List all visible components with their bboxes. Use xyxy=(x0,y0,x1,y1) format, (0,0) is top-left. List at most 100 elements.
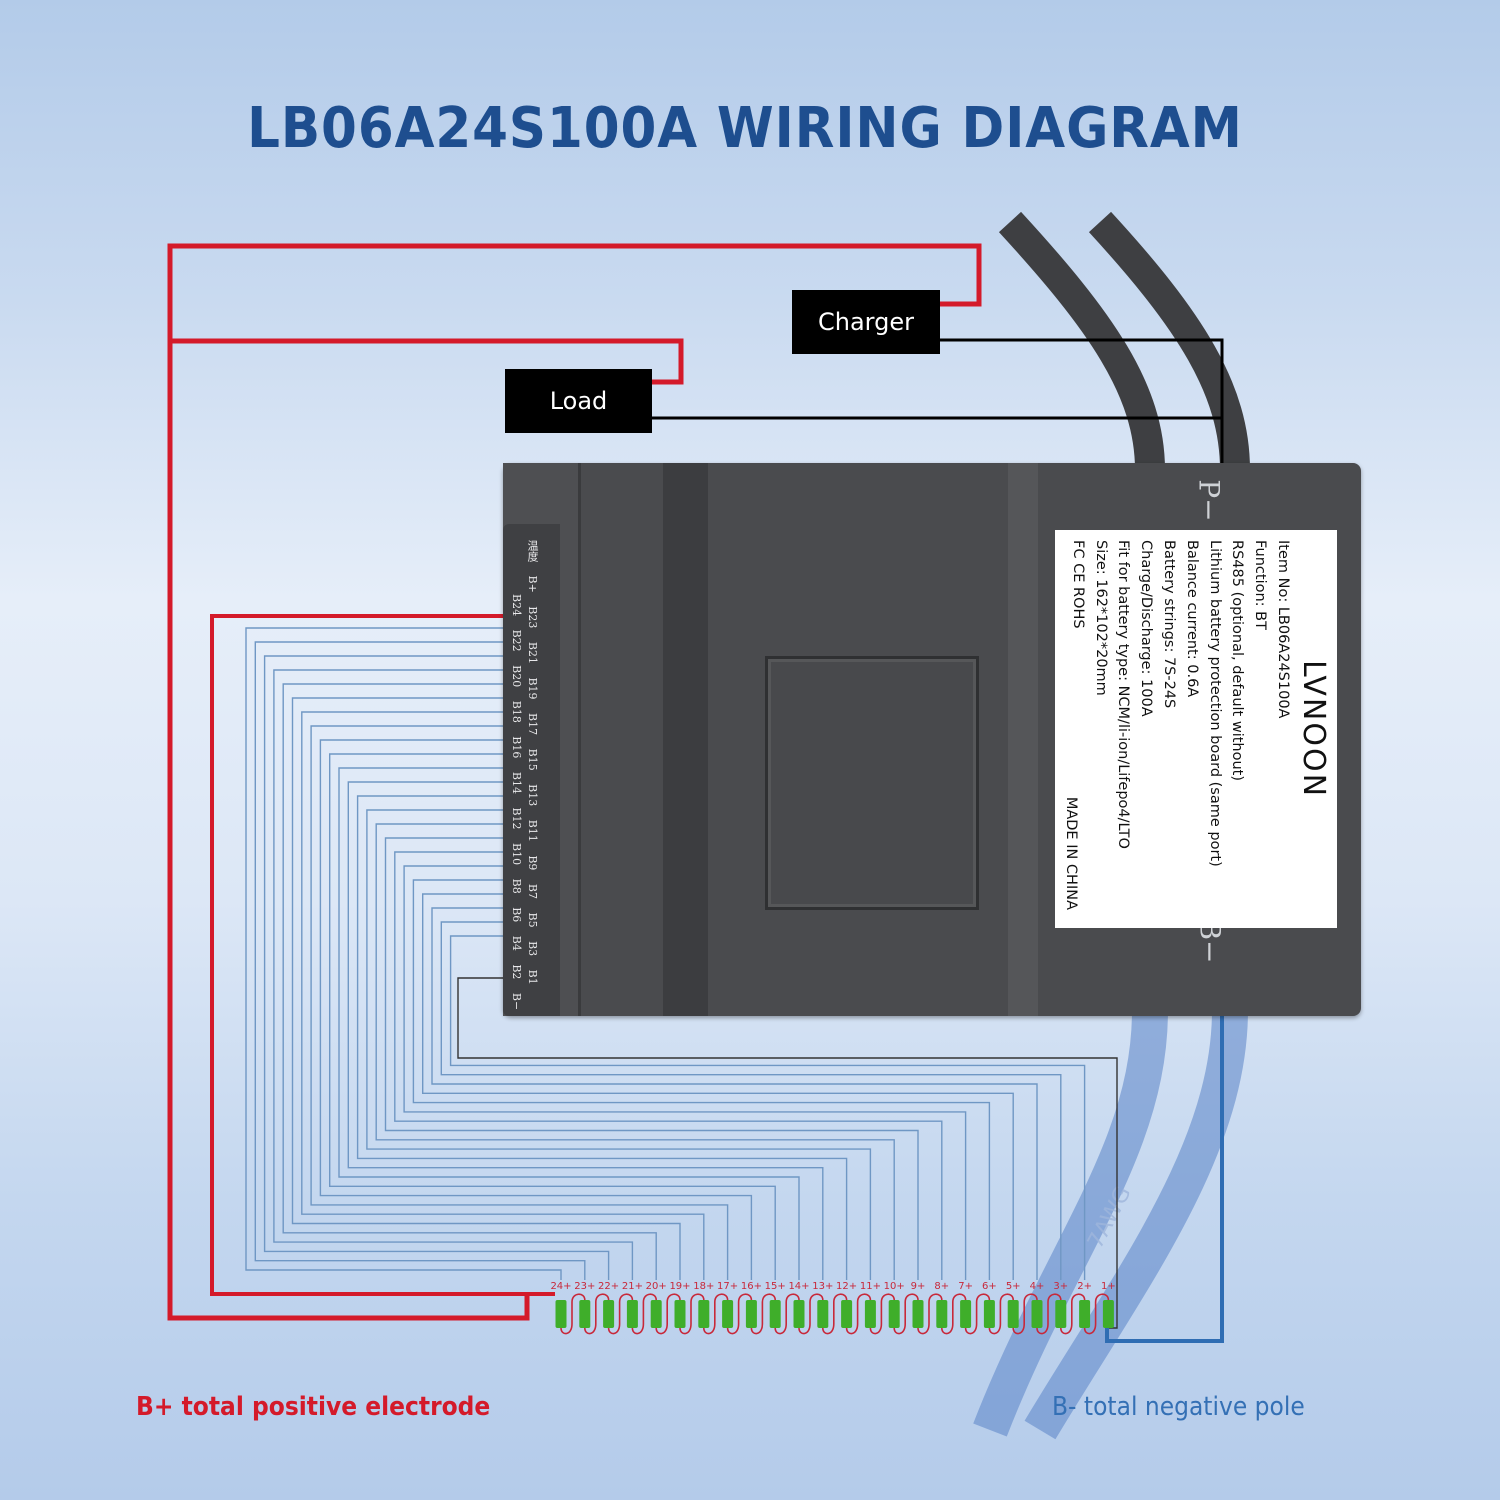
balance-wire xyxy=(329,753,776,1280)
balance-wire xyxy=(384,837,919,1280)
cell-label: 22+ xyxy=(598,1281,619,1292)
p-minus-cables xyxy=(998,211,1250,471)
cell-label: 17+ xyxy=(717,1281,738,1292)
board-groove xyxy=(1008,463,1038,1016)
cell-label: 14+ xyxy=(788,1281,809,1292)
battery-cell xyxy=(793,1300,805,1328)
balance-connector[interactable] xyxy=(503,524,560,1016)
board-groove xyxy=(663,463,708,1016)
spec-line: Balance current: 0.6A xyxy=(1183,540,1200,698)
balance-wires xyxy=(245,627,1118,1329)
balance-wire xyxy=(319,739,753,1280)
spec-line: Fit for battery type: NCM/li-ion/Lifepo4… xyxy=(1115,540,1132,849)
brand-name: LVNOON xyxy=(1296,659,1331,799)
cell-link xyxy=(893,1293,919,1335)
balance-wire xyxy=(394,851,943,1280)
cell-link xyxy=(560,1293,586,1335)
battery-cell xyxy=(769,1300,781,1328)
cell-label: 4+ xyxy=(1030,1281,1045,1292)
cell-label: 21+ xyxy=(622,1281,643,1292)
balance-wire xyxy=(422,893,1014,1280)
signal-wires xyxy=(652,338,1224,472)
cell-label: 18+ xyxy=(693,1281,714,1292)
balance-wire xyxy=(338,767,800,1280)
battery-cell xyxy=(841,1300,853,1328)
negative-cable-2 xyxy=(1024,1009,1248,1440)
balance-wire xyxy=(431,907,1038,1280)
cell-link xyxy=(941,1293,967,1335)
negative-cables xyxy=(973,1009,1248,1440)
cell-link xyxy=(607,1293,634,1335)
battery-cell xyxy=(555,1300,567,1328)
balance-wire xyxy=(449,935,1086,1280)
balance-wire xyxy=(254,641,586,1280)
spec-line: Lithium battery protection board (same p… xyxy=(1206,540,1223,867)
cell-label: 6+ xyxy=(982,1281,997,1292)
battery-cell xyxy=(1007,1300,1019,1328)
cell-label: 15+ xyxy=(765,1281,786,1292)
pin-labels-odd: B+ B23 B21 B19 B17 B15 B13 B11 B9 B7 B5 … xyxy=(526,575,539,985)
battery-cell xyxy=(745,1300,757,1328)
b-plus-wire xyxy=(210,614,555,1296)
battery-cell xyxy=(817,1300,829,1328)
cell-label: 20+ xyxy=(646,1281,667,1292)
battery-cell xyxy=(698,1300,710,1328)
balance-wire xyxy=(291,697,681,1280)
product-label: LVNOON Item No: LB06A24S100A Function: BT… xyxy=(1055,530,1337,928)
load-label: Load xyxy=(549,387,608,415)
cell-link xyxy=(750,1293,776,1335)
p-cable-1 xyxy=(998,211,1165,471)
cell-link xyxy=(584,1293,610,1335)
balance-wire xyxy=(263,655,610,1280)
cell-link xyxy=(631,1293,657,1335)
cell-link xyxy=(1036,1293,1062,1335)
connector-pin-labels: 温度 B+ B23 B21 B19 B17 B15 B13 B11 B9 B7 … xyxy=(498,540,540,1010)
cell-label: 9+ xyxy=(911,1281,926,1292)
cell-label: 19+ xyxy=(669,1281,690,1292)
cell-link xyxy=(988,1293,1014,1335)
cell-label: 12+ xyxy=(836,1281,857,1292)
spec-line: Battery strings: 7S-24S xyxy=(1161,540,1178,709)
cell-link xyxy=(655,1293,681,1335)
balance-wire xyxy=(366,809,872,1280)
battery-cell xyxy=(864,1300,876,1328)
battery-cell xyxy=(722,1300,734,1328)
charger-positive-wire xyxy=(167,243,982,1321)
cell-link xyxy=(798,1293,824,1335)
cell-label: 8+ xyxy=(934,1281,949,1292)
cell-label: 23+ xyxy=(574,1281,595,1292)
cell-link xyxy=(869,1293,895,1335)
cell-link xyxy=(774,1293,800,1335)
negative-cable-1 xyxy=(973,1009,1168,1437)
b-minus-sense-wire xyxy=(457,977,1118,1329)
spec-line: Function: BT xyxy=(1252,540,1269,630)
port-p-minus-label: P− xyxy=(1192,479,1226,522)
battery-cell xyxy=(1079,1300,1091,1328)
battery-cell xyxy=(1055,1300,1067,1328)
board-center-pad xyxy=(765,656,979,910)
legend-negative: B- total negative pole xyxy=(1052,1392,1305,1422)
legend-positive: B+ total positive electrode xyxy=(136,1392,491,1422)
made-in: MADE IN CHINA xyxy=(1063,796,1079,910)
pin-row-odd: 温度 B+ B23 B21 B19 B17 B15 B13 B11 B9 B7 … xyxy=(524,540,540,985)
balance-wire xyxy=(412,879,991,1280)
balance-wire xyxy=(282,683,657,1280)
spec-line: Item No: LB06A24S100A xyxy=(1275,540,1291,719)
spec-line: Size: 162*102*20mm xyxy=(1092,540,1109,696)
pin-labels-even: B24 B22 B20 B18 B16 B14 B12 B10 B8 B6 B4… xyxy=(510,594,523,1011)
cell-label: 2+ xyxy=(1077,1281,1092,1292)
battery-cell xyxy=(1031,1300,1043,1328)
battery-cell xyxy=(674,1300,686,1328)
cell-link xyxy=(1083,1293,1110,1335)
balance-wire xyxy=(403,865,967,1280)
cell-link xyxy=(917,1293,943,1335)
battery-cell xyxy=(650,1300,662,1328)
battery-cell xyxy=(888,1300,900,1328)
load-box: Load xyxy=(505,369,652,433)
charger-label: Charger xyxy=(818,308,914,336)
balance-wire xyxy=(310,725,729,1280)
cell-link xyxy=(1012,1293,1038,1335)
cell-link xyxy=(679,1293,705,1335)
charger-negative-wire xyxy=(940,338,1224,472)
